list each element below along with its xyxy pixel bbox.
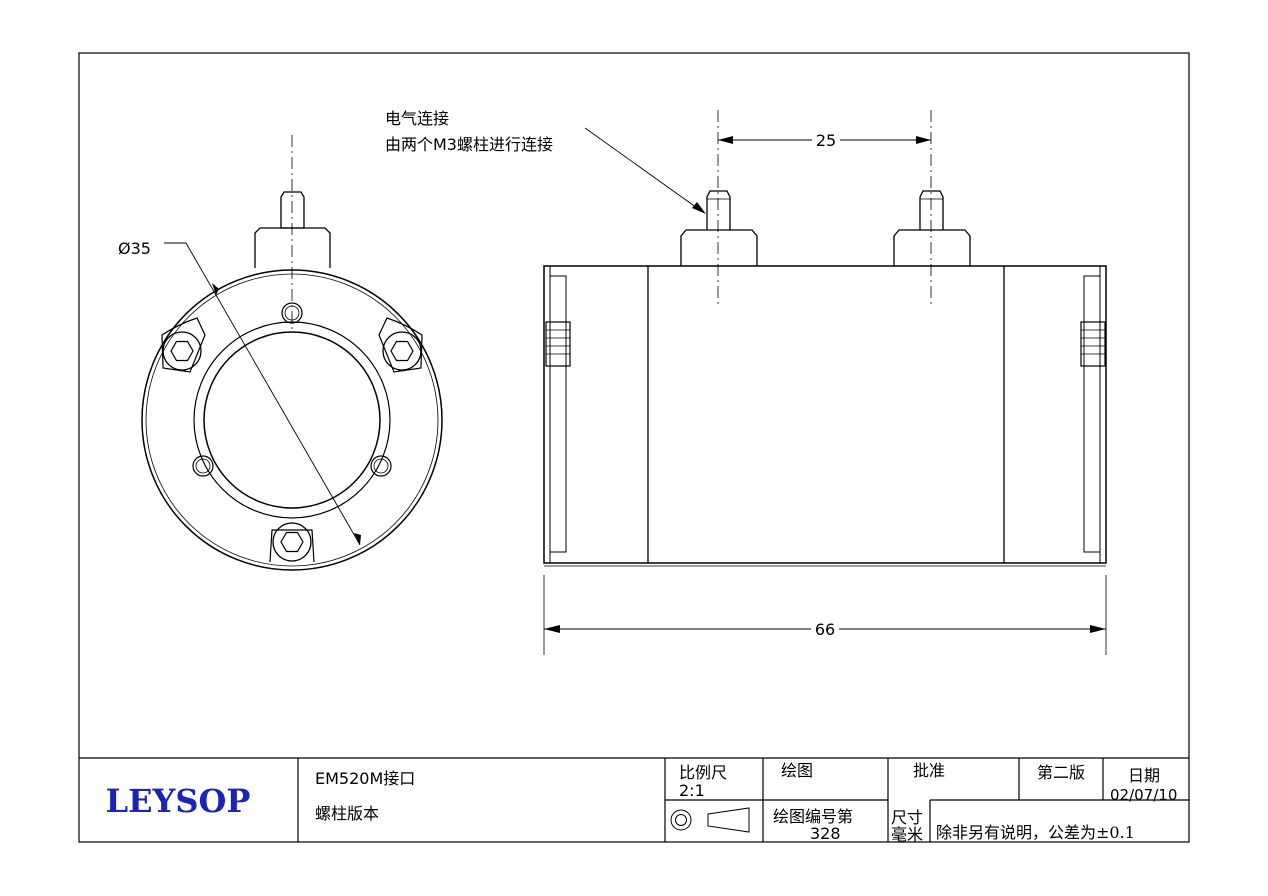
- stud-2-pin: [919, 190, 944, 230]
- hole-right: [370, 455, 392, 477]
- pitch-label: 25: [816, 131, 836, 150]
- pitch-arrow-right: [916, 136, 931, 144]
- stud-base: [254, 227, 331, 268]
- knurl-screw-right: [1080, 321, 1106, 367]
- company-logo: LEYSOP: [106, 782, 251, 820]
- stud-pin: [280, 191, 305, 229]
- length-arrow-left: [544, 625, 560, 633]
- bore-circle: [203, 331, 381, 509]
- stud-1-base: [680, 229, 758, 266]
- outer-flange-circle: [141, 269, 443, 571]
- body-outline: [543, 265, 1107, 564]
- title-block: LEYSOP EM520M接口 螺柱版本 比例尺 2:1 绘图 批准 第二版 日…: [79, 757, 1189, 844]
- screw-head-left: [162, 331, 202, 371]
- right-end-cap: [1083, 275, 1100, 553]
- hex-socket-bottom-icon: [280, 531, 304, 553]
- length-label: 66: [815, 620, 835, 639]
- date-value: 02/07/10: [1110, 786, 1177, 804]
- hex-socket-left-icon: [170, 340, 194, 362]
- unit-label-1: 尺寸: [891, 808, 923, 827]
- approved-label: 批准: [913, 761, 945, 780]
- diameter-label: Ø35: [118, 239, 151, 258]
- lug-left: [161, 317, 206, 373]
- drawing-number-value: 328: [810, 824, 841, 843]
- diameter-dimension-line: [185, 242, 361, 546]
- stud-2-base: [893, 229, 971, 266]
- hex-socket-right-icon: [390, 340, 414, 362]
- projection-symbol-icon: [670, 807, 750, 833]
- drawing-title: EM520M接口: [315, 769, 415, 788]
- hole-top: [281, 302, 303, 324]
- pitch-arrow-left: [718, 136, 733, 144]
- front-view: Ø35: [118, 135, 443, 571]
- drawn-label: 绘图: [781, 761, 813, 780]
- outer-chamfer-circle: [145, 273, 439, 567]
- note-leader-line: [584, 127, 701, 211]
- screw-head-bottom: [272, 522, 312, 562]
- tolerance-note: 除非另有说明，公差为±0.1: [936, 823, 1135, 842]
- unit-label-2: 毫米: [891, 825, 923, 844]
- drawing-border: [78, 52, 1190, 843]
- stud-1-pin: [706, 190, 731, 230]
- lug-bottom: [269, 529, 315, 563]
- scale-label: 比例尺: [679, 763, 727, 782]
- lug-right: [378, 317, 423, 373]
- drawing-number-label: 绘图编号第: [773, 807, 853, 826]
- side-view: 25 66 电气连接 由两个M3螺柱进行连接: [385, 109, 1107, 655]
- left-end-cap: [550, 275, 567, 553]
- diameter-arrow-top: [212, 283, 219, 295]
- scale-value: 2:1: [679, 781, 705, 800]
- screw-head-right: [382, 331, 422, 371]
- date-label: 日期: [1128, 766, 1160, 785]
- note-line-2: 由两个M3螺柱进行连接: [385, 135, 553, 154]
- note-leader-arrow: [692, 202, 706, 214]
- diameter-arrow-bottom: [354, 533, 361, 545]
- note-line-1: 电气连接: [385, 109, 449, 128]
- hole-left: [192, 455, 214, 477]
- edition-label: 第二版: [1037, 763, 1085, 782]
- drawing-subtitle: 螺柱版本: [315, 804, 379, 823]
- bore-ring: [193, 321, 391, 519]
- length-arrow-right: [1090, 625, 1106, 633]
- knurl-screw-left: [545, 321, 571, 367]
